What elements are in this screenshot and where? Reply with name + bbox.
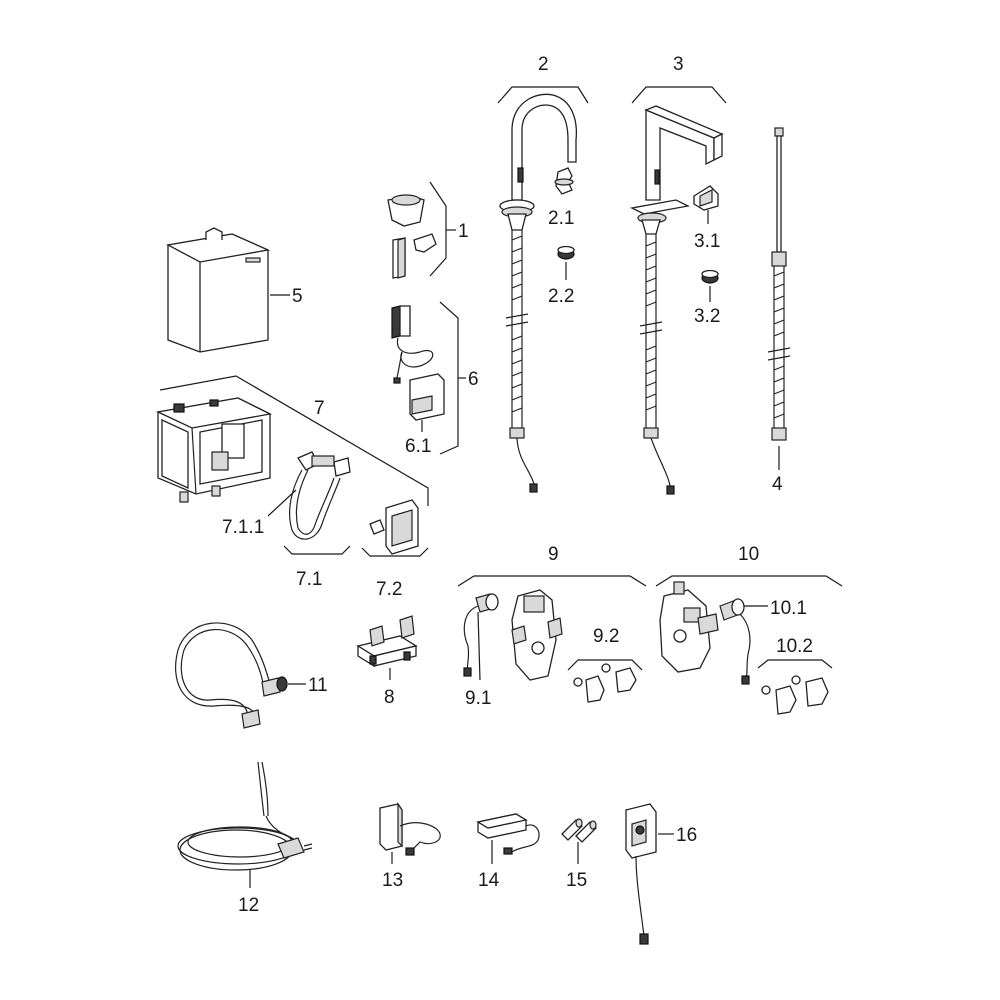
part-11-braided-hose <box>175 622 288 729</box>
part-3-1-mount-clip <box>693 185 719 211</box>
part-5-housing-box <box>166 227 271 353</box>
label-16: 16 <box>676 825 697 846</box>
label-3-1: 3.1 <box>694 231 720 252</box>
label-7: 7 <box>314 398 325 419</box>
part-10-1-solenoid <box>719 598 751 685</box>
part-2-1-aerator-clip <box>554 167 574 195</box>
part-15-batteries <box>561 818 597 843</box>
label-7-1-1: 7.1.1 <box>222 517 264 538</box>
part-3-2-seal-ring <box>701 269 719 284</box>
label-1: 1 <box>458 221 469 242</box>
part-10-2-fittings <box>761 675 829 715</box>
label-2: 2 <box>538 54 549 75</box>
part-3-square-faucet <box>629 105 724 495</box>
part-8-connector <box>356 615 418 668</box>
part-6-1-control-box <box>409 373 445 421</box>
part-14-battery-box <box>476 813 540 855</box>
part-1-small-components <box>387 194 437 279</box>
part-2-curved-faucet <box>499 93 578 493</box>
label-3-2: 3.2 <box>694 306 720 327</box>
label-7-1: 7.1 <box>296 569 322 590</box>
part-7-1-1-valve-fitting <box>297 451 351 477</box>
part-7-2-bracket <box>369 499 419 555</box>
part-9-2-fittings <box>573 663 637 703</box>
label-8: 8 <box>384 687 395 708</box>
label-6-1: 6.1 <box>405 436 431 457</box>
part-13-power-module <box>379 802 441 856</box>
part-10-valve-body <box>659 581 719 673</box>
label-2-2: 2.2 <box>548 286 574 307</box>
part-4-rod-hose <box>767 127 791 441</box>
label-10-2: 10.2 <box>776 636 813 657</box>
part-7-1-flex-hose <box>289 469 341 540</box>
part-12-power-cable <box>177 761 313 871</box>
label-7-2: 7.2 <box>376 579 402 600</box>
part-6-sensor-cable <box>391 305 434 384</box>
part-2-2-seal-ring <box>557 245 575 260</box>
label-10-1: 10.1 <box>770 598 807 619</box>
label-10: 10 <box>738 544 759 565</box>
label-13: 13 <box>382 870 403 891</box>
part-16-sensor-module <box>625 803 657 945</box>
part-9-1-solenoid <box>463 593 499 677</box>
part-9-valve-body <box>511 589 563 681</box>
label-12: 12 <box>238 895 259 916</box>
label-15: 15 <box>566 870 587 891</box>
label-14: 14 <box>478 870 500 891</box>
label-6: 6 <box>468 369 479 390</box>
label-9: 9 <box>548 544 559 565</box>
label-5: 5 <box>292 286 303 307</box>
label-11: 11 <box>308 675 328 696</box>
label-9-2: 9.2 <box>593 626 619 647</box>
label-9-1: 9.1 <box>465 688 491 709</box>
label-3: 3 <box>673 54 684 75</box>
part-7-mounting-box <box>155 397 273 503</box>
label-2-1: 2.1 <box>548 208 574 229</box>
label-4: 4 <box>772 474 783 495</box>
